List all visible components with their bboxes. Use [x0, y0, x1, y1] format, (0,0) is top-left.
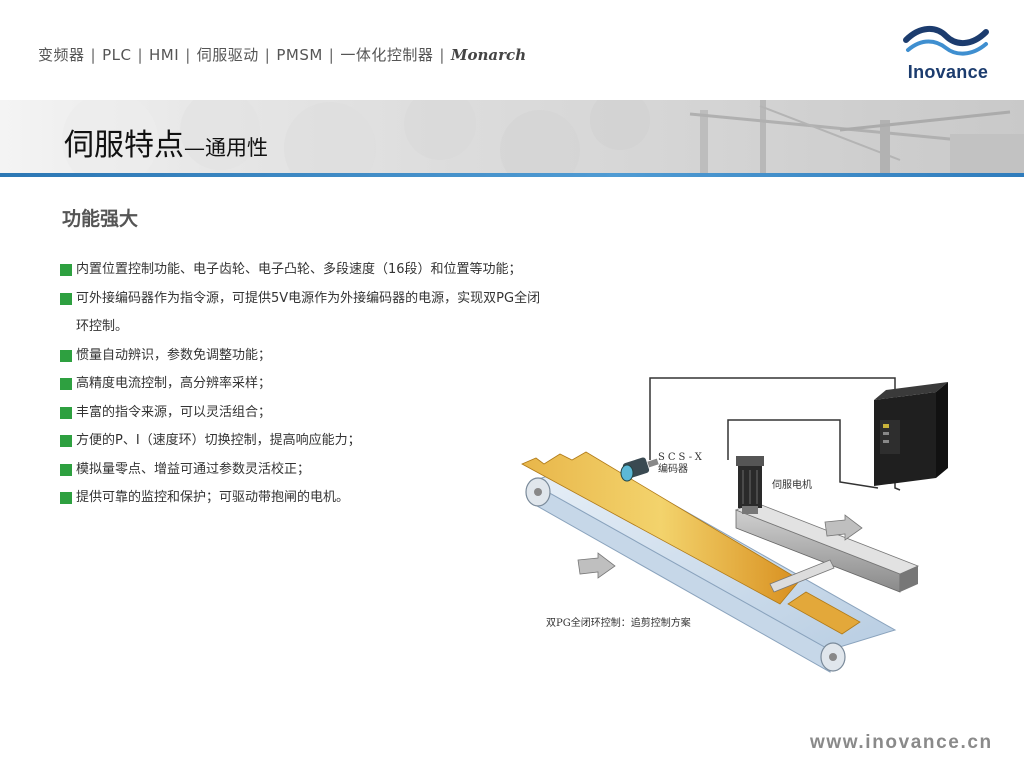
page-title-main: 伺服特点 — [64, 128, 184, 163]
feature-text: 丰富的指令来源，可以灵活组合； — [76, 404, 272, 420]
green-square-bullet-icon — [60, 292, 72, 305]
feature-text-continued: 环控制。 — [76, 319, 129, 334]
flying-shear-diagram: SCS-X 编码器 伺服电机 双PG全闭环控制：追剪控制方案 — [521, 377, 948, 673]
feature-text: 模拟量零点、增益可通过参数灵活校正； — [76, 461, 311, 477]
green-square-bullet-icon — [60, 264, 72, 276]
nav-item-inverter[interactable]: 变频器 — [38, 46, 85, 64]
cut-piece — [787, 591, 861, 635]
nav-separator: | — [328, 45, 335, 64]
feature-text: 惯量自动辨识，参数免调整功能； — [76, 347, 272, 363]
nav-separator: | — [439, 45, 445, 64]
nav-item-integrated-controller[interactable]: 一体化控制器 — [340, 46, 434, 64]
section-title: 功能强大 — [62, 208, 139, 230]
feature-text: 可外接编码器作为指令源，可提供5V电源作为外接编码器的电源，实现双PG全闭 — [76, 290, 541, 306]
encoder-label-model: SCS-X — [658, 452, 705, 463]
encoder — [620, 457, 659, 482]
title-banner — [0, 100, 1024, 174]
arrow-right-icon — [824, 514, 863, 541]
material-sheet — [521, 451, 801, 605]
feature-text: 高精度电流控制，高分辨率采样； — [76, 376, 272, 391]
feature-item: 可外接编码器作为指令源，可提供5V电源作为外接编码器的电源，实现双PG全闭环控制… — [60, 285, 640, 342]
footer-website-link[interactable]: www.inovance.cn — [810, 732, 993, 753]
servo-motor — [736, 456, 764, 514]
motor-cable — [727, 419, 879, 489]
inovance-logo[interactable]: Inovance — [902, 24, 990, 86]
nav-separator: | — [90, 45, 97, 64]
servo-motor-label: 伺服电机 — [772, 478, 812, 491]
page-title-sub: —通用性 — [184, 136, 268, 160]
feature-item: 惯量自动辨识，参数免调整功能； — [60, 342, 640, 371]
feature-text: 方便的P、I（速度环）切换控制，提高响应能力； — [76, 433, 361, 448]
feature-text: 提供可靠的监控和保护；可驱动带抱闸的电机。 — [76, 490, 350, 505]
page-title: 伺服特点—通用性 — [64, 120, 268, 164]
banner-accent-line — [0, 173, 1024, 177]
feature-list: 内置位置控制功能、电子齿轮、电子凸轮、多段速度（16段）和位置等功能； 可外接编… — [60, 256, 640, 513]
nav-separator: | — [185, 45, 191, 64]
nav-item-servo-drive[interactable]: 伺服驱动 — [196, 46, 259, 64]
nav-item-monarch[interactable]: Monarch — [450, 45, 527, 64]
logo-text: Inovance — [907, 62, 989, 82]
green-square-bullet-icon — [60, 492, 72, 504]
green-square-bullet-icon — [60, 378, 72, 390]
diagram-caption: 双PG全闭环控制：追剪控制方案 — [546, 616, 691, 629]
green-square-bullet-icon — [60, 406, 72, 419]
arrow-right-icon — [577, 552, 616, 579]
green-square-bullet-icon — [60, 435, 72, 447]
banner-background-image — [62, 100, 1024, 174]
feature-item: 方便的P、I（速度环）切换控制，提高响应能力； — [60, 427, 640, 456]
feature-item: 丰富的指令来源，可以灵活组合； — [60, 399, 640, 428]
nav-item-plc[interactable]: PLC — [102, 45, 132, 64]
feature-item: 高精度电流控制，高分辨率采样； — [60, 370, 640, 399]
green-square-bullet-icon — [60, 349, 72, 362]
shear-rail — [734, 501, 920, 593]
encoder-cable — [649, 377, 901, 491]
encoder-label: 编码器 — [658, 462, 688, 475]
feature-item: 提供可靠的监控和保护；可驱动带抱闸的电机。 — [60, 484, 640, 513]
wave-logo-icon — [903, 26, 989, 56]
nav-separator: | — [264, 45, 271, 64]
feature-item: 模拟量零点、增益可通过参数灵活校正； — [60, 456, 640, 485]
servo-drive-unit — [874, 382, 948, 486]
top-nav: 变频器 | PLC | HMI | 伺服驱动 | PMSM | 一体化控制器 |… — [38, 44, 526, 65]
feature-item: 内置位置控制功能、电子齿轮、电子凸轮、多段速度（16段）和位置等功能； — [60, 256, 640, 285]
green-square-bullet-icon — [60, 463, 72, 476]
nav-separator: | — [137, 45, 144, 64]
nav-item-hmi[interactable]: HMI — [149, 45, 180, 64]
feature-text: 内置位置控制功能、电子齿轮、电子凸轮、多段速度（16段）和位置等功能； — [76, 262, 522, 277]
nav-item-pmsm[interactable]: PMSM — [276, 45, 323, 64]
